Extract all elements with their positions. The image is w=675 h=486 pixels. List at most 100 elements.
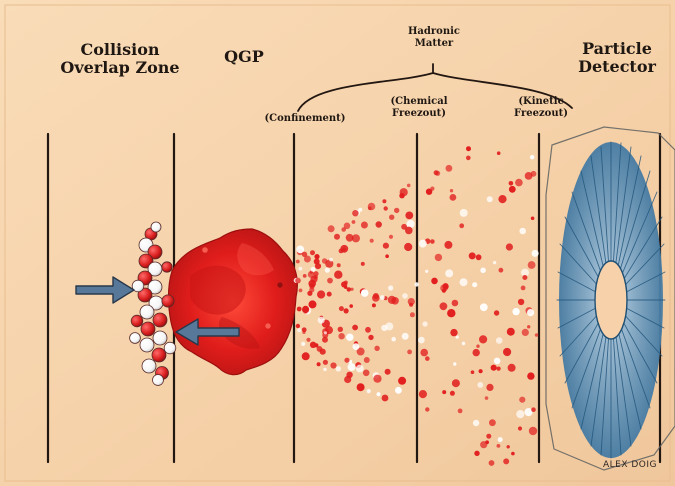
particle-dot — [507, 328, 515, 336]
particle-dot — [337, 263, 341, 267]
particle-dot — [377, 392, 381, 396]
particle-dot — [450, 391, 455, 396]
particle-dot — [308, 271, 315, 278]
particle-dot — [385, 322, 393, 330]
chemical-freezout-label: (Chemical Freezout) — [380, 96, 458, 119]
particle-dot — [318, 317, 325, 324]
particle-dot — [365, 327, 371, 333]
particle-dot — [430, 239, 435, 244]
particle-dot — [476, 345, 479, 348]
particle-dot — [388, 285, 393, 290]
particle-dot — [352, 220, 356, 224]
particle-dot — [309, 283, 315, 289]
particle-dot — [489, 419, 496, 426]
particle-dot — [402, 293, 408, 299]
particle-dot — [503, 458, 509, 464]
particle-dot — [385, 254, 389, 258]
hadronic-matter-label: Hadronic Matter — [398, 26, 470, 49]
particle-dot — [346, 234, 354, 242]
particle-dot — [339, 306, 344, 311]
particle-dot — [525, 172, 533, 180]
particle-dot — [477, 382, 483, 388]
particle-dot — [374, 346, 379, 351]
particle-dot — [380, 295, 385, 300]
particle-dot — [317, 290, 325, 298]
particle-dot — [368, 335, 373, 340]
particle-dot — [348, 363, 356, 371]
particle-dot — [531, 407, 536, 412]
particle-dot — [336, 366, 341, 371]
particle-dot — [435, 254, 442, 261]
particle-dot — [317, 362, 321, 366]
particle-dot — [458, 409, 463, 414]
particle-dot — [444, 241, 452, 249]
particle-dot — [450, 194, 457, 201]
particle-dot — [357, 383, 365, 391]
particle-dot — [353, 343, 360, 350]
particle-dot — [361, 289, 369, 297]
confinement-label: (Confinement) — [255, 113, 355, 125]
qgp-label: QGP — [217, 48, 271, 66]
particle-dot — [466, 146, 471, 151]
particle-dot — [314, 275, 318, 279]
particle-dot — [395, 387, 402, 394]
particle-dot — [314, 254, 319, 259]
particle-dot — [418, 337, 425, 344]
particle-dot — [382, 395, 389, 402]
particle-dot — [399, 193, 404, 198]
particle-dot — [450, 329, 457, 336]
particle-dot — [361, 222, 368, 229]
particle-dot — [527, 309, 534, 316]
particle-dot — [497, 367, 501, 371]
particle-dot — [334, 234, 340, 240]
particle-dot — [489, 460, 495, 466]
collision-overlap-zone-label: Collision Overlap Zone — [59, 41, 181, 78]
particle-dot — [479, 369, 483, 373]
particle-dot — [447, 309, 455, 317]
particle-dot — [347, 287, 351, 291]
particle-dot — [373, 293, 379, 299]
particle-dot — [295, 278, 301, 284]
particle-dot — [302, 352, 310, 360]
particle-dot — [473, 420, 479, 426]
particle-dot — [509, 181, 514, 186]
particle-dot — [486, 434, 491, 439]
particle-dot — [344, 376, 351, 383]
particle-dot — [391, 337, 396, 342]
particle-dot — [322, 258, 327, 263]
particle-dot — [382, 199, 386, 203]
particle-dot — [296, 260, 300, 264]
particle-dot — [440, 302, 448, 310]
particle-dot — [512, 308, 519, 315]
particle-dot — [338, 333, 344, 339]
particle-dot — [344, 223, 351, 230]
particle-dot — [419, 240, 427, 248]
particle-dot — [297, 307, 302, 312]
particle-dot — [394, 208, 399, 213]
particle-dot — [419, 390, 427, 398]
particle-dot — [522, 329, 529, 336]
particle-dot — [443, 284, 449, 290]
particle-dot — [389, 215, 394, 220]
particle-dot — [445, 269, 453, 277]
particle-dot — [314, 259, 320, 265]
particle-dot — [529, 427, 537, 435]
particle-dot — [344, 358, 349, 363]
particle-dot — [486, 384, 493, 391]
particle-dot — [473, 349, 480, 356]
particle-dot — [311, 267, 316, 272]
particle-dot — [327, 278, 333, 284]
particle-dot — [487, 196, 493, 202]
particle-dot — [531, 217, 535, 221]
particle-dot — [303, 274, 307, 278]
particle-dot — [344, 308, 349, 313]
particle-dot — [370, 239, 374, 243]
particle-dot — [339, 249, 344, 254]
particle-dot — [304, 256, 311, 263]
particle-dot — [383, 243, 389, 249]
particle-dot — [325, 268, 330, 273]
particle-dot — [462, 342, 466, 346]
particle-dot — [452, 300, 459, 307]
particle-dot — [508, 364, 516, 372]
particle-dot — [511, 452, 515, 456]
